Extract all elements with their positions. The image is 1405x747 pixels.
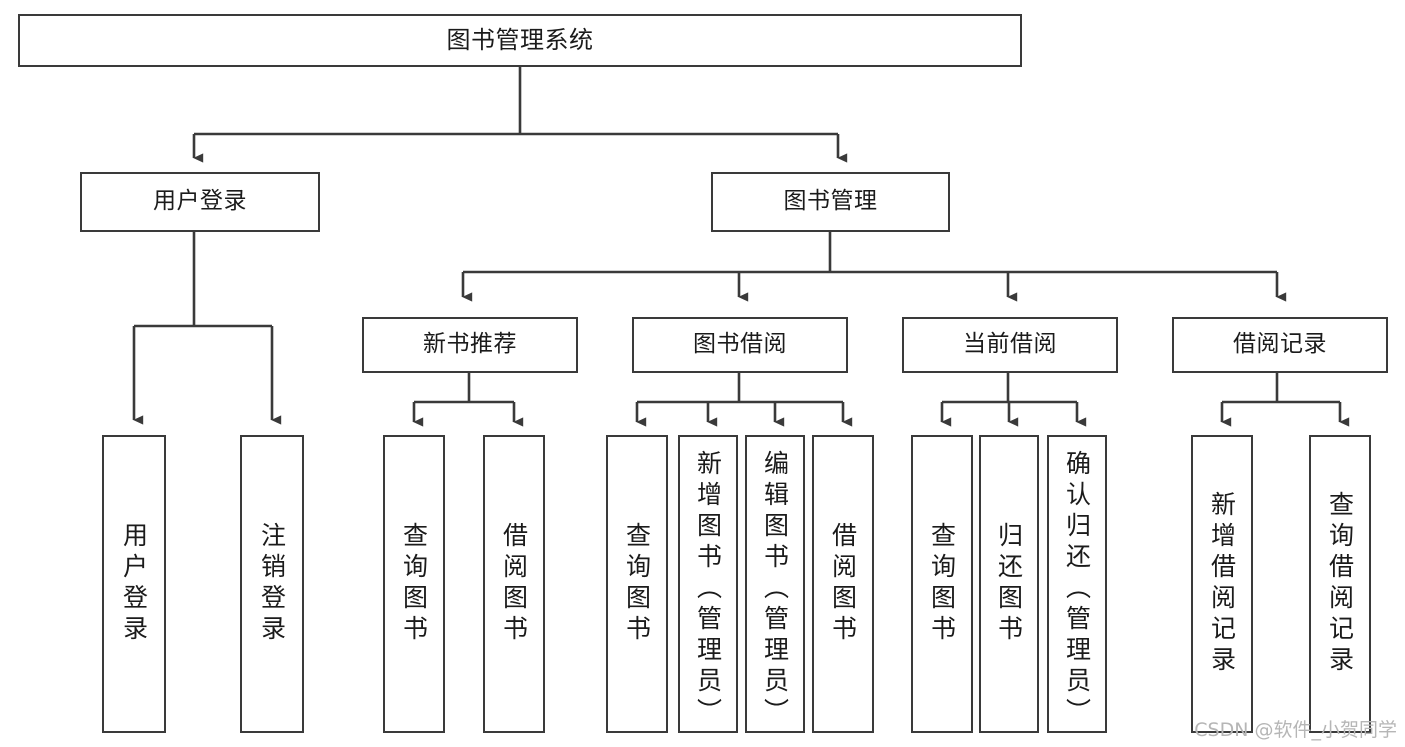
leaf-user-login-label: 用户登录 — [119, 522, 149, 646]
leaf-add-book[interactable]: 新增图书（管理员） — [678, 435, 738, 733]
node-current-borrow[interactable]: 当前借阅 — [902, 317, 1118, 373]
leaf-query-book-1[interactable]: 查询图书 — [383, 435, 445, 733]
node-new-book-recommend-label: 新书推荐 — [423, 331, 517, 358]
node-new-book-recommend[interactable]: 新书推荐 — [362, 317, 578, 373]
leaf-edit-book[interactable]: 编辑图书（管理员） — [745, 435, 805, 733]
leaf-query-book-2[interactable]: 查询图书 — [606, 435, 668, 733]
leaf-return-book-label: 归还图书 — [994, 522, 1024, 646]
node-borrow-record-label: 借阅记录 — [1233, 331, 1327, 358]
leaf-add-record[interactable]: 新增借阅记录 — [1191, 435, 1253, 733]
leaf-query-record[interactable]: 查询借阅记录 — [1309, 435, 1371, 733]
node-book-management[interactable]: 图书管理 — [711, 172, 950, 232]
node-borrow-record[interactable]: 借阅记录 — [1172, 317, 1388, 373]
leaf-user-login[interactable]: 用户登录 — [102, 435, 166, 733]
csdn-watermark: CSDN @软件_小贺同学 — [1194, 719, 1397, 741]
node-user-login[interactable]: 用户登录 — [80, 172, 320, 232]
leaf-borrow-book-2[interactable]: 借阅图书 — [812, 435, 874, 733]
node-current-borrow-label: 当前借阅 — [963, 331, 1057, 358]
leaf-query-book-3[interactable]: 查询图书 — [911, 435, 973, 733]
leaf-query-book-3-label: 查询图书 — [927, 522, 957, 646]
leaf-edit-book-label: 编辑图书（管理员） — [760, 450, 790, 729]
leaf-logout-login-label: 注销登录 — [257, 522, 287, 646]
node-book-borrow-label: 图书借阅 — [693, 331, 787, 358]
node-root[interactable]: 图书管理系统 — [18, 14, 1022, 67]
leaf-borrow-book-2-label: 借阅图书 — [828, 522, 858, 646]
leaf-add-book-label: 新增图书（管理员） — [693, 450, 723, 729]
leaf-query-book-1-label: 查询图书 — [399, 522, 429, 646]
node-book-management-label: 图书管理 — [783, 188, 878, 215]
node-user-login-label: 用户登录 — [153, 188, 247, 215]
leaf-borrow-book-1-label: 借阅图书 — [499, 522, 529, 646]
leaf-confirm-return[interactable]: 确认归还（管理员） — [1047, 435, 1107, 733]
leaf-logout-login[interactable]: 注销登录 — [240, 435, 304, 733]
leaf-add-record-label: 新增借阅记录 — [1207, 491, 1237, 677]
node-book-borrow[interactable]: 图书借阅 — [632, 317, 848, 373]
leaf-return-book[interactable]: 归还图书 — [979, 435, 1039, 733]
node-root-label: 图书管理系统 — [446, 26, 594, 55]
leaf-query-book-2-label: 查询图书 — [622, 522, 652, 646]
leaf-confirm-return-label: 确认归还（管理员） — [1062, 450, 1092, 729]
leaf-borrow-book-1[interactable]: 借阅图书 — [483, 435, 545, 733]
leaf-query-record-label: 查询借阅记录 — [1325, 491, 1355, 677]
